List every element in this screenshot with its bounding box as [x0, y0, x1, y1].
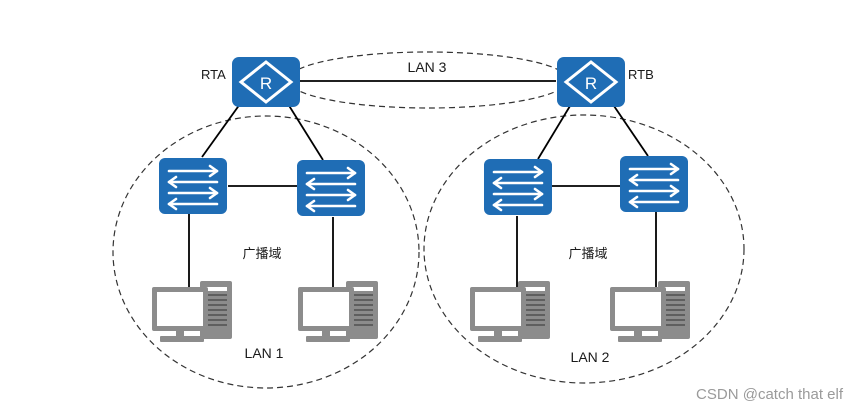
router-rtb: R: [555, 55, 627, 109]
switch-1: [157, 156, 229, 216]
switch-2: [295, 158, 367, 218]
pc-icon: [610, 281, 690, 342]
lan2-label: LAN 2: [571, 349, 610, 365]
pc-3: [470, 281, 550, 342]
switch-icon: [157, 156, 229, 216]
router-rtb-label: RTB: [628, 67, 654, 82]
broadcast-domain-left-label: 广播域: [242, 247, 281, 262]
link-rta-switch2: [287, 103, 324, 161]
pc-4: [610, 281, 690, 342]
router-rta-label: RTA: [201, 67, 226, 82]
broadcast-domain-left: [112, 115, 420, 389]
broadcast-domain-right-label: 广播域: [568, 247, 607, 262]
link-rtb-switch4: [613, 105, 649, 157]
switch-icon: [618, 154, 690, 214]
router-rtb-symbol: R: [585, 74, 597, 93]
lan1-label: LAN 1: [245, 345, 284, 361]
pc-1: [152, 281, 232, 342]
switch-icon: [295, 158, 367, 218]
link-rta-switch1: [201, 103, 241, 158]
switch-3: [482, 157, 554, 217]
router-rta: R: [230, 55, 302, 109]
lan3-label: LAN 3: [408, 59, 447, 75]
router-rta-symbol: R: [260, 74, 272, 93]
switch-icon: [482, 157, 554, 217]
broadcast-domain-right: [423, 114, 745, 384]
switch-4: [618, 154, 690, 214]
pc-icon: [152, 281, 232, 342]
pc-2: [298, 281, 378, 342]
pc-icon: [298, 281, 378, 342]
watermark: CSDN @catch that elf: [696, 386, 844, 403]
pc-icon: [470, 281, 550, 342]
link-rtb-switch3: [537, 105, 571, 160]
